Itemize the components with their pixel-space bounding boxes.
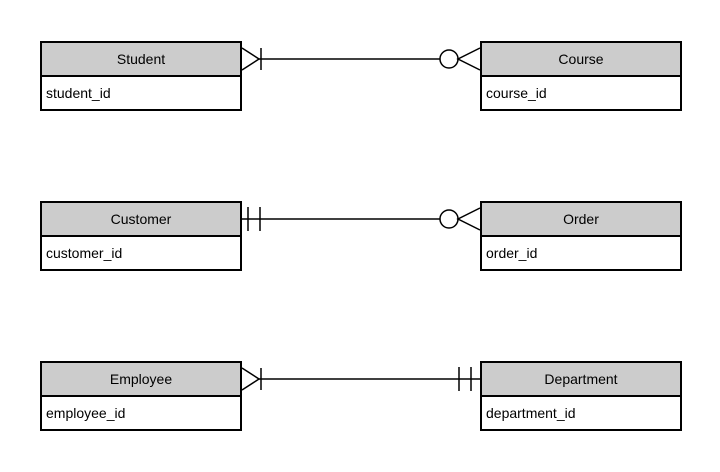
entity-course-attribute: course_id (482, 77, 680, 109)
crow-foot-many-icon (241, 367, 261, 391)
relationship-customer-order[interactable] (242, 207, 481, 231)
entity-department-attribute: department_id (482, 397, 680, 429)
crow-foot-many-icon (456, 47, 481, 71)
entity-order-name: Order (482, 203, 680, 237)
cardinality-zero-circle-icon (439, 209, 459, 229)
entity-course[interactable]: Course course_id (480, 41, 682, 111)
entity-student[interactable]: Student student_id (40, 41, 242, 111)
entity-course-name: Course (482, 43, 680, 77)
crow-foot-many-icon (241, 47, 261, 71)
entity-employee-attribute: employee_id (42, 397, 240, 429)
cardinality-zero-circle-icon (439, 49, 459, 69)
entity-order-attribute: order_id (482, 237, 680, 269)
entity-customer-attribute: customer_id (42, 237, 240, 269)
crow-foot-many-icon (456, 207, 481, 231)
entity-customer[interactable]: Customer customer_id (40, 201, 242, 271)
entity-order[interactable]: Order order_id (480, 201, 682, 271)
relationship-employee-department[interactable] (241, 367, 480, 391)
entity-student-attribute: student_id (42, 77, 240, 109)
entity-department-name: Department (482, 363, 680, 397)
entity-employee-name: Employee (42, 363, 240, 397)
entity-customer-name: Customer (42, 203, 240, 237)
entity-employee[interactable]: Employee employee_id (40, 361, 242, 431)
entity-student-name: Student (42, 43, 240, 77)
relationship-student-course[interactable] (241, 47, 481, 71)
entity-department[interactable]: Department department_id (480, 361, 682, 431)
